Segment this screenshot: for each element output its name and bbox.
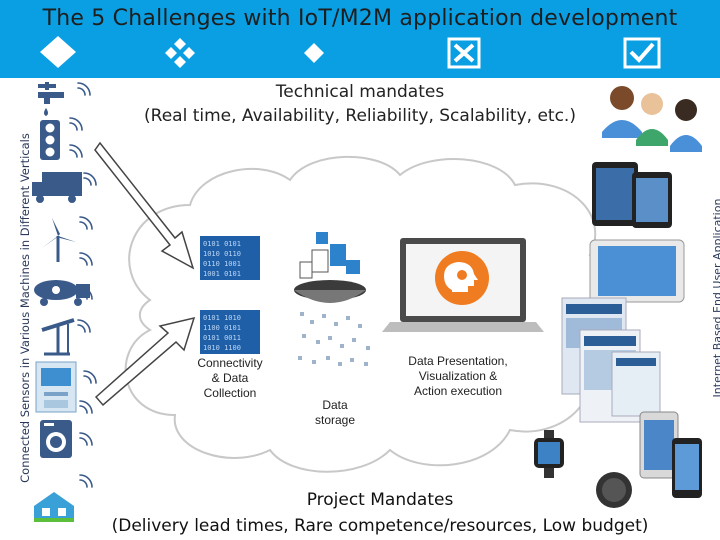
storage-bowl-icon <box>294 232 366 303</box>
small-diamond-icon <box>304 43 324 63</box>
connectivity-line2: & Data <box>211 371 249 385</box>
storage-caption: Data storage <box>300 398 370 428</box>
svg-text:0101 1010: 0101 1010 <box>203 314 241 322</box>
presentation-line3: Action execution <box>413 384 503 398</box>
presentation-line2: Visualization & <box>418 369 498 383</box>
checkbox-check-icon <box>623 37 661 69</box>
technical-mandates-title: Technical mandates <box>275 82 445 102</box>
tablets-icon <box>592 162 672 228</box>
checkbox-x-icon <box>447 37 481 69</box>
connectivity-line3: Collection <box>203 386 257 400</box>
truck-icon <box>32 172 82 203</box>
project-mandates: Project Mandates (Delivery lead times, R… <box>40 487 720 539</box>
traffic-light-icon <box>40 120 60 160</box>
binary-data-icon: 0101 0101 1010 0110 0110 1001 1001 0101 010… <box>200 236 260 354</box>
tanker-truck-icon <box>34 280 90 306</box>
presentation-line1: Data Presentation, <box>408 354 508 368</box>
svg-text:1001 0101: 1001 0101 <box>203 270 241 278</box>
users-icon <box>602 86 702 152</box>
project-mandates-list: (Delivery lead times, Rare competence/re… <box>111 516 649 536</box>
tablet-icon <box>589 239 685 303</box>
smartwatch-icon <box>534 430 632 508</box>
presentation-caption: Data Presentation, Visualization & Actio… <box>388 354 528 399</box>
data-particles <box>298 312 370 366</box>
connectivity-caption: Connectivity & Data Collection <box>190 356 270 401</box>
svg-text:0110 1001: 0110 1001 <box>203 260 241 268</box>
storage-line1: Data <box>322 398 348 412</box>
svg-text:1100 0101: 1100 0101 <box>203 324 241 332</box>
connectivity-line1: Connectivity <box>197 356 263 370</box>
desktop-screens-icon <box>561 297 661 423</box>
storage-line2: storage <box>314 413 356 427</box>
smartphone-icon <box>639 411 702 498</box>
diamond-icon <box>40 36 76 68</box>
atm-icon <box>35 361 77 413</box>
washing-machine-icon <box>40 420 72 458</box>
input-arrows <box>94 141 196 407</box>
signal-icons <box>69 82 97 488</box>
four-diamond-icon <box>165 38 195 68</box>
oil-pump-icon <box>41 318 75 356</box>
svg-text:0101 0101: 0101 0101 <box>203 240 241 248</box>
title-bar <box>0 0 720 78</box>
technical-mandates-list: (Real time, Availability, Reliability, S… <box>144 106 576 126</box>
svg-text:1010 0110: 1010 0110 <box>203 250 241 258</box>
svg-text:1010 1100: 1010 1100 <box>203 344 241 352</box>
technical-mandates: Technical mandates (Real time, Availabil… <box>90 80 630 128</box>
wind-turbine-icon <box>42 218 76 262</box>
project-mandates-title: Project Mandates <box>306 490 454 510</box>
lower-arrow <box>94 316 196 407</box>
house-icon <box>34 492 74 522</box>
svg-text:0101 0011: 0101 0011 <box>203 334 241 342</box>
laptop-icon <box>382 238 544 332</box>
page-title: The 5 Challenges with IoT/M2M applicatio… <box>42 6 678 31</box>
upper-arrow <box>94 141 195 270</box>
water-tap-icon <box>38 82 64 116</box>
